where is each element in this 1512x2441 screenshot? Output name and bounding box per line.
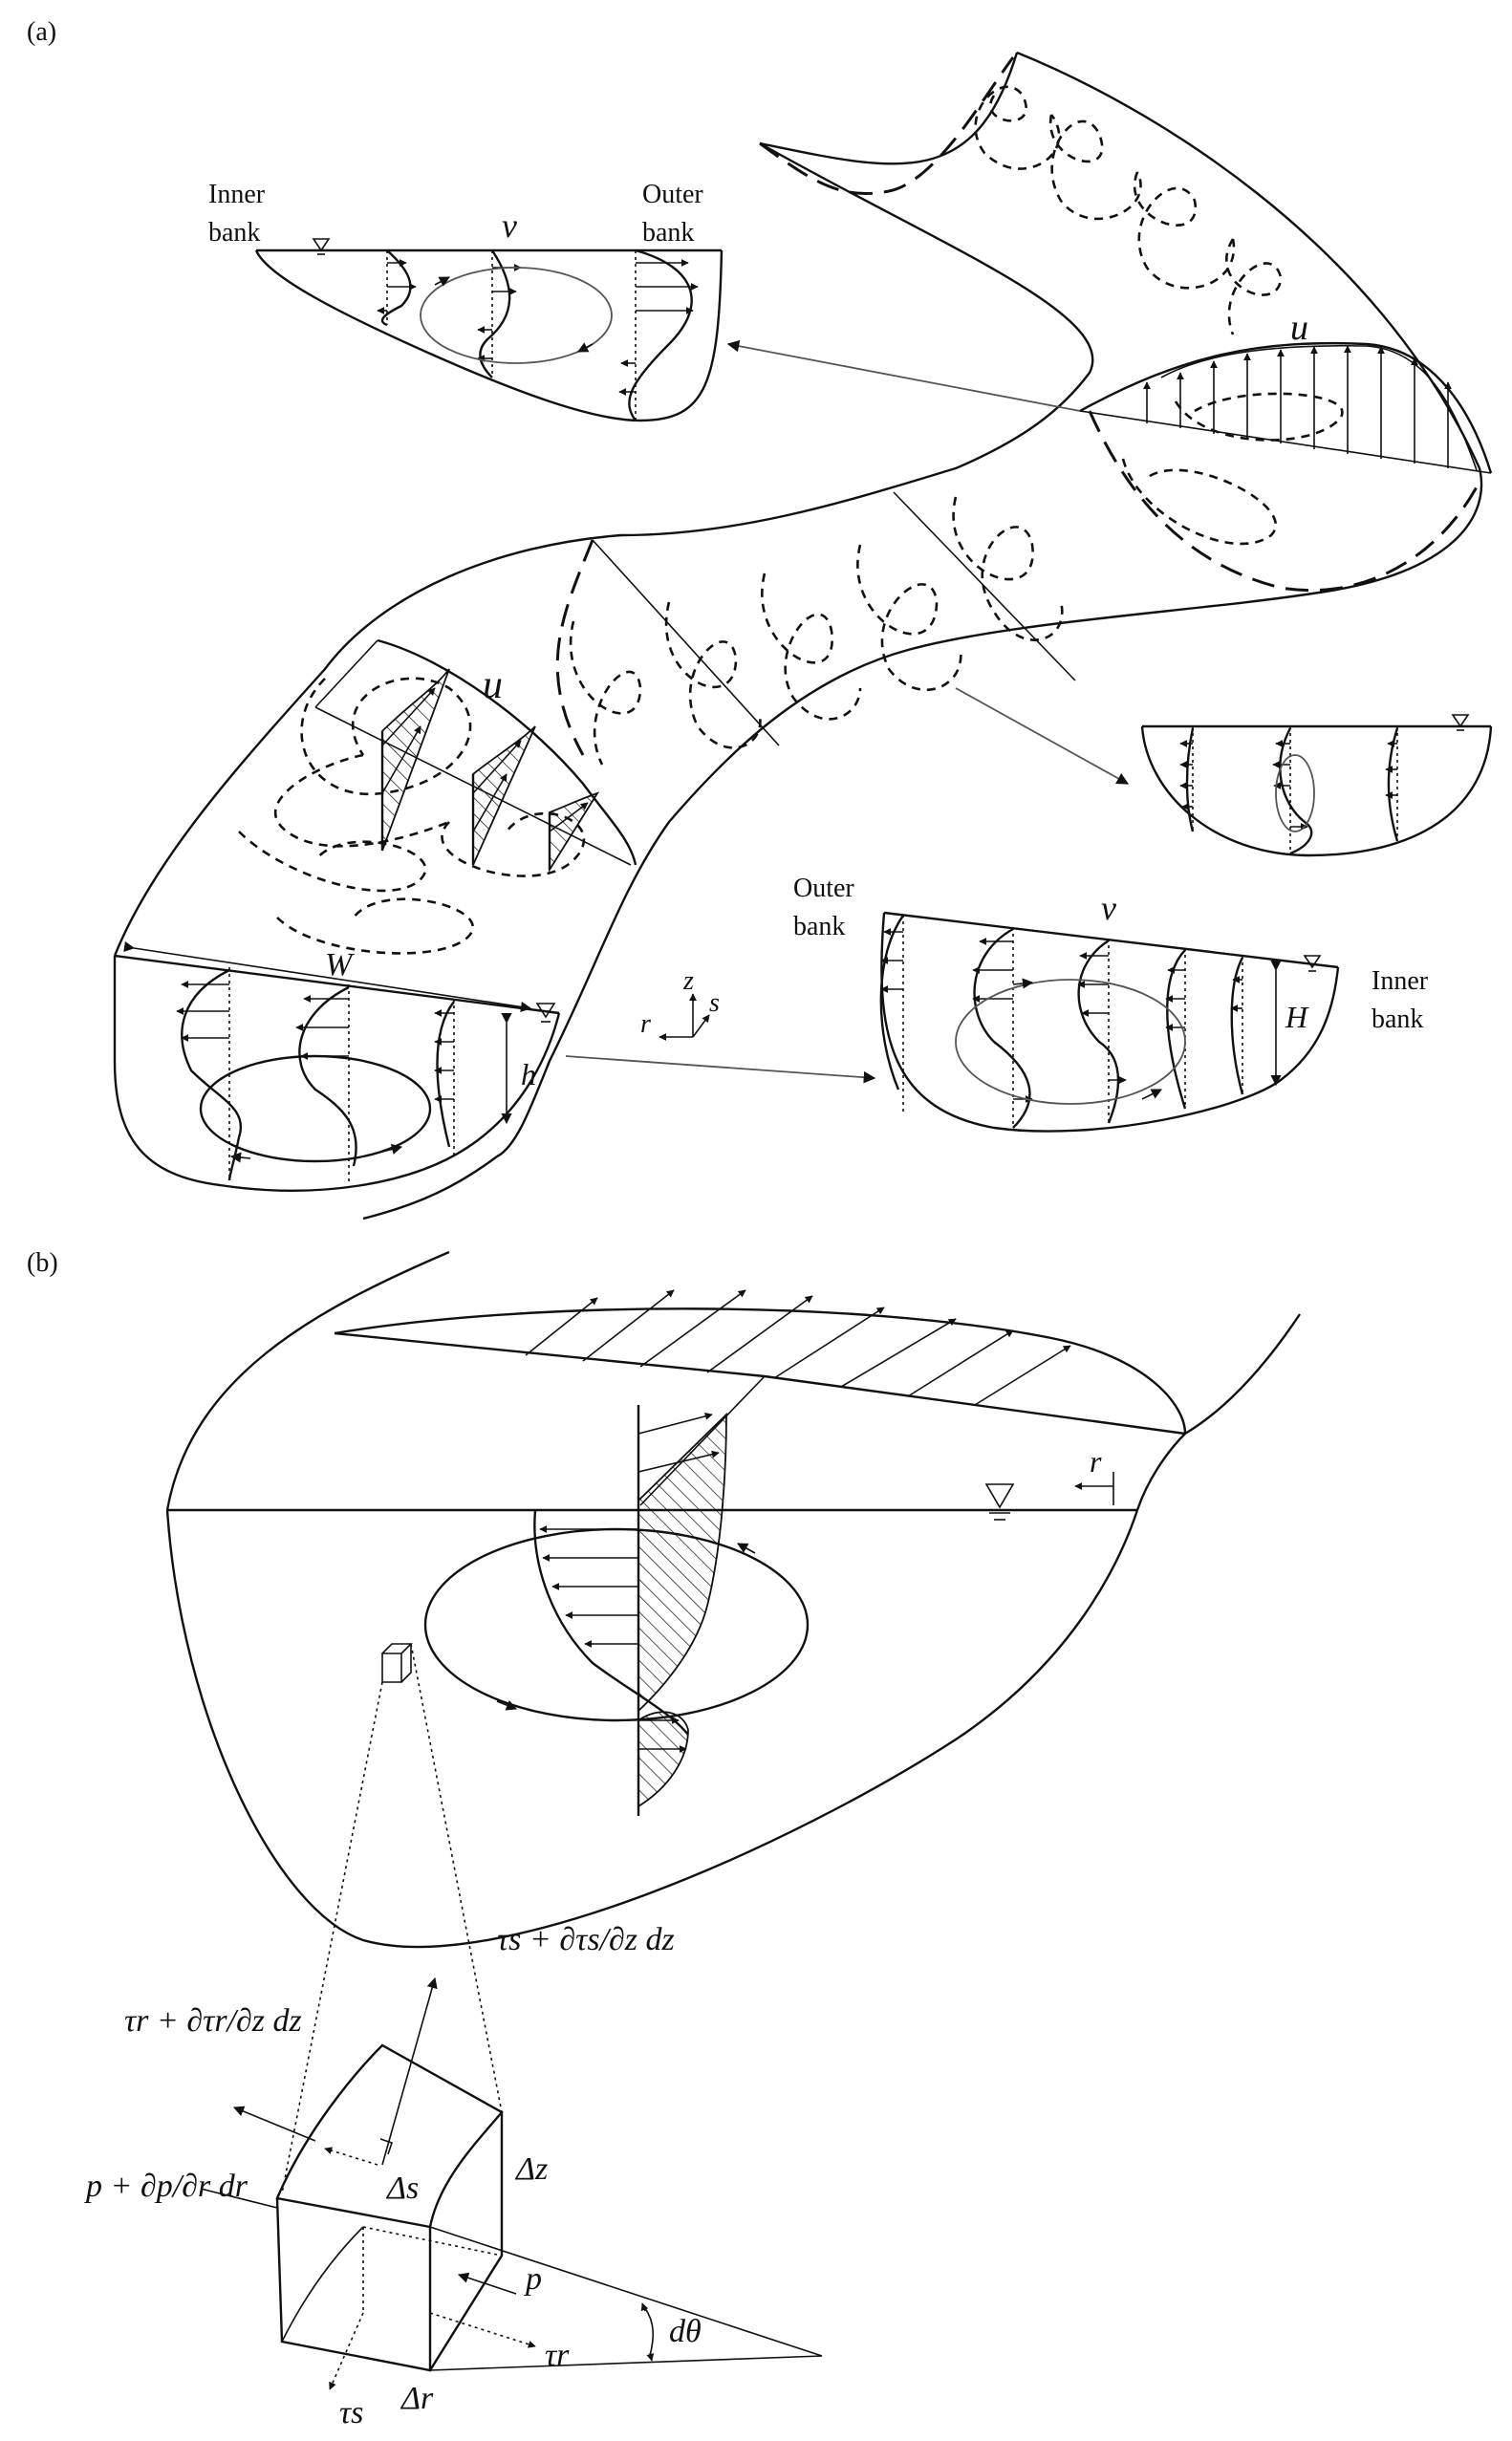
helical-streamline-upper: [974, 85, 1344, 546]
axis-s-label: s: [709, 988, 720, 1018]
tau-s-label: τs: [339, 2395, 363, 2430]
axis-triad: z s r: [640, 966, 720, 1041]
inner-bank-line1: Inner: [208, 180, 266, 209]
tau-r-top-text: τr + ∂τr/∂z dz: [124, 2003, 302, 2039]
section-line-1: [893, 491, 1076, 681]
outer-bank-line1: Outer: [642, 180, 703, 209]
outer-bank-2-line2: bank: [793, 912, 845, 941]
inner-bank-2-line2: bank: [1372, 1004, 1423, 1034]
surface-marker-r: r: [984, 1444, 1114, 1521]
tau-s-top: τs + ∂τs/∂z dz: [497, 1922, 675, 1957]
equation-labels: τs + ∂τs/∂z dz τr + ∂τr/∂z dz p + ∂p/∂r …: [84, 1922, 702, 2430]
delta-z-label: Δz: [514, 2151, 548, 2187]
vertical-velocity-profile: [423, 1405, 810, 1816]
delta-r-label: Δr: [400, 2381, 434, 2416]
u-profile-left: u: [314, 638, 637, 874]
section-line-2: [592, 539, 780, 746]
depth-label-h: h: [521, 1057, 536, 1091]
cross-section-right-mid: [955, 687, 1493, 857]
panel-b-label: (b): [27, 1248, 58, 1278]
meander-channel: [113, 51, 1493, 1220]
dtheta-label: dθ: [669, 2314, 702, 2349]
p-label: p: [524, 2261, 542, 2297]
bend-surface: [165, 1250, 1301, 1949]
cross-section-bottom-right: Outer bank Inner bank v H: [793, 874, 1429, 1133]
depth-label-H: H: [1285, 1000, 1309, 1034]
r-label-b: r: [1090, 1444, 1102, 1479]
helical-streamline-lower: [238, 677, 586, 955]
control-volume: [200, 1977, 823, 2390]
tau-s-top-text: τs + ∂τs/∂z dz: [497, 1922, 675, 1957]
control-volume-marker: [281, 1643, 503, 2194]
cross-section-top-left: Inner bank Outer bank v: [208, 180, 724, 422]
panel-a-label: (a): [27, 17, 56, 47]
inner-bank-line2: bank: [208, 218, 260, 248]
v-label-bottom: v: [1101, 889, 1116, 927]
dashed-envelope-top: [759, 56, 1015, 196]
outer-bank-line2: bank: [642, 218, 694, 248]
dashed-envelope-right: [1088, 410, 1483, 593]
u-label-left: u: [483, 663, 503, 707]
axis-r-label: r: [640, 1009, 651, 1039]
dashed-envelope-mid: [555, 539, 594, 756]
outer-bank-2-line1: Outer: [793, 874, 854, 903]
tau-r-top: τr + ∂τr/∂z dz: [124, 2003, 302, 2039]
pointer-to-lower-inset: [565, 1055, 876, 1084]
u-label-right: u: [1290, 308, 1308, 348]
p-dp: p + ∂p/∂r dr: [84, 2169, 248, 2204]
pointer-to-top-inset: [726, 339, 1081, 412]
p-dp-text: p + ∂p/∂r dr: [84, 2169, 248, 2204]
tau-r-label: τr: [545, 2338, 570, 2373]
inner-bank-2-line1: Inner: [1372, 966, 1429, 996]
axis-z-label: z: [682, 966, 694, 996]
width-label: W: [325, 947, 355, 983]
helical-streamline-middle: [569, 496, 1064, 766]
u-profile-right: u: [1079, 308, 1492, 474]
v-label-top: v: [502, 206, 517, 245]
cross-section-lower-left: W h: [113, 940, 561, 1192]
delta-s-label: Δs: [385, 2171, 419, 2206]
